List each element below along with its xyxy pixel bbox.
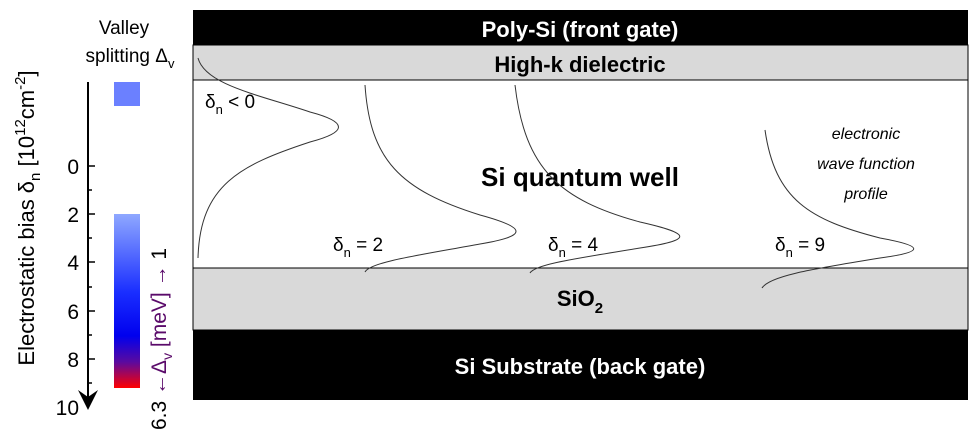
wavefunction-curve: [514, 84, 680, 274]
substrate-layer: [193, 330, 968, 400]
wavefunction-curve: [197, 57, 339, 259]
curve-label: δn = 9: [775, 235, 825, 260]
axis-arrow-icon: [78, 390, 98, 410]
tick-label: 8: [67, 349, 79, 372]
dielectric-layer: [192, 44, 969, 81]
valley-title: Valley: [99, 18, 150, 39]
wave-label-line: profile: [843, 186, 888, 203]
curve-label: δn < 0: [205, 92, 255, 117]
valley-square: [114, 82, 140, 106]
oxide-label: SiO2: [557, 286, 603, 317]
tick-label: 0: [67, 156, 79, 179]
wavefunction-curve: [364, 84, 517, 273]
valley-subtitle: splitting Δv: [86, 46, 175, 71]
wave-label-line: wave function: [817, 156, 915, 173]
front-gate-label: Poly-Si (front gate): [482, 17, 679, 42]
tick-label: 6: [67, 301, 79, 324]
wavefunction-curve: [761, 129, 915, 289]
substrate-label: Si Substrate (back gate): [455, 354, 706, 379]
axis-label: Electrostatic bias δn [1012cm-2]: [12, 70, 44, 365]
tick-label: 2: [67, 204, 79, 227]
tick-label: 4: [67, 252, 79, 275]
well-label: Si quantum well: [481, 162, 679, 192]
front-gate-layer: [193, 10, 968, 45]
curve-label: δn = 4: [548, 235, 598, 260]
colorbar-label: 6.3 ←Δv [meV] → 1: [148, 248, 175, 430]
wave-label-line: electronic: [832, 126, 900, 143]
oxide-layer: [192, 267, 969, 331]
colorbar: [114, 214, 140, 388]
dielectric-label: High-k dielectric: [494, 52, 665, 77]
quantum-well-layer: [192, 79, 969, 269]
tick-label: 10: [56, 397, 79, 420]
curve-label: δn = 2: [333, 235, 383, 260]
